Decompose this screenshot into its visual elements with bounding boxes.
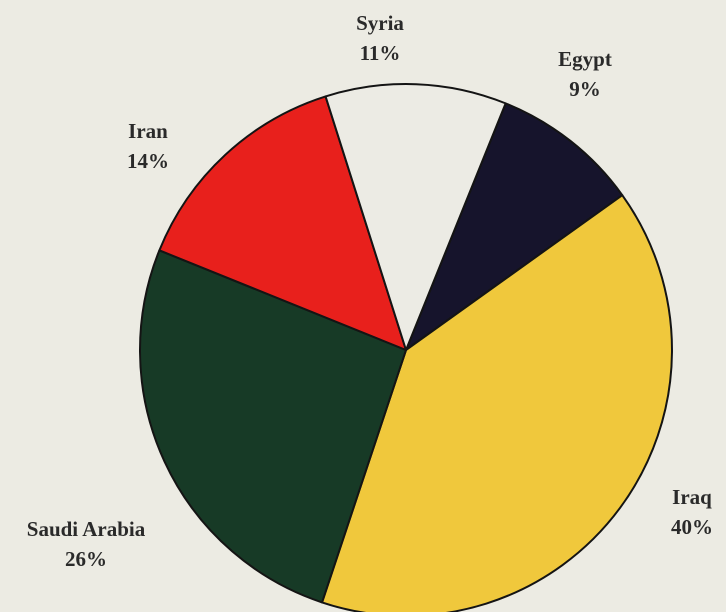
slice-iran bbox=[158, 95, 407, 351]
slice-egypt bbox=[405, 102, 624, 351]
label-saudi-arabia: Saudi Arabia 26% bbox=[27, 514, 145, 574]
label-egypt-name: Egypt bbox=[558, 47, 612, 71]
slice-iraq bbox=[321, 194, 673, 612]
label-egypt: Egypt 9% bbox=[558, 44, 612, 104]
label-iran-name: Iran bbox=[128, 119, 168, 143]
label-syria: Syria 11% bbox=[356, 8, 404, 68]
label-iraq: Iraq 40% bbox=[671, 482, 713, 542]
pie-slices bbox=[139, 83, 673, 612]
label-saudi-arabia-value: 26% bbox=[65, 547, 107, 571]
label-iran-value: 14% bbox=[127, 149, 169, 173]
label-iran: Iran 14% bbox=[127, 116, 169, 176]
label-syria-name: Syria bbox=[356, 11, 404, 35]
slice-saudi-arabia bbox=[139, 249, 407, 604]
slice-syria bbox=[324, 83, 507, 351]
label-syria-value: 11% bbox=[359, 41, 401, 65]
label-iraq-value: 40% bbox=[671, 515, 713, 539]
label-iraq-name: Iraq bbox=[672, 485, 712, 509]
label-egypt-value: 9% bbox=[569, 77, 601, 101]
label-saudi-arabia-name: Saudi Arabia bbox=[26, 517, 146, 541]
